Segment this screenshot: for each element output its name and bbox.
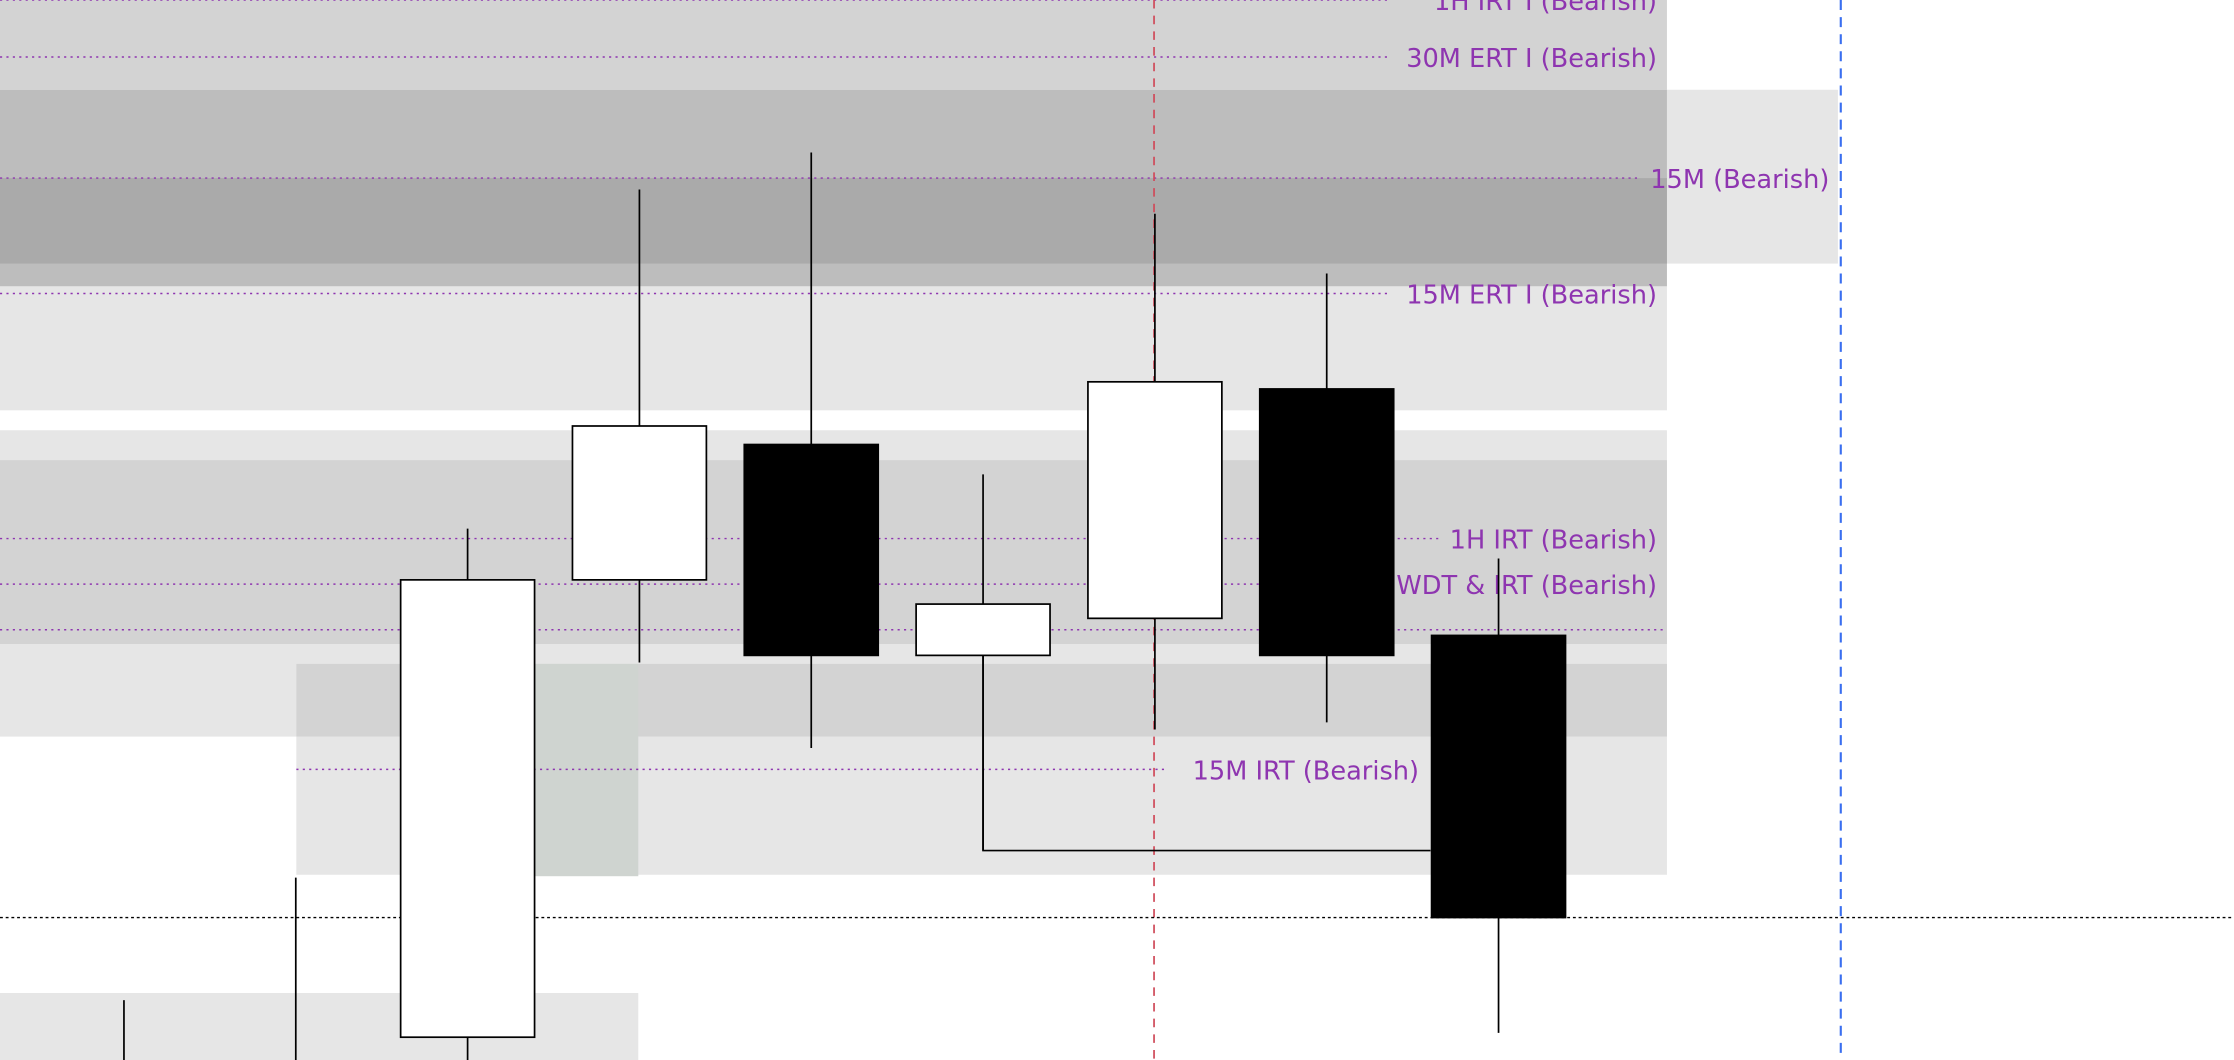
candle[interactable] bbox=[1430, 558, 1567, 1033]
level-label: 30M ERT I (Bearish) bbox=[1406, 44, 1657, 74]
level-label: 1H IRT I (Bearish) bbox=[1434, 0, 1657, 17]
candle-body-bearish bbox=[1258, 388, 1395, 657]
candle-body-bullish bbox=[571, 425, 708, 581]
candle-body-bearish bbox=[743, 443, 880, 657]
candle[interactable] bbox=[1258, 273, 1395, 723]
zone-15m-extension bbox=[1666, 89, 1838, 264]
candles-layer bbox=[123, 152, 1567, 1060]
zone-1h-irt bbox=[0, 0, 1667, 90]
zone-15m-overlap bbox=[0, 178, 1667, 264]
level-label: 15M IRT (Bearish) bbox=[1193, 756, 1419, 786]
candle-body-bullish bbox=[915, 603, 1051, 657]
candle-body-bullish bbox=[399, 579, 536, 1039]
zone-bottom bbox=[0, 993, 639, 1060]
candle-body-bullish bbox=[1087, 380, 1223, 620]
candle-body-bearish bbox=[1430, 634, 1567, 919]
level-label: 15M ERT I (Bearish) bbox=[1406, 280, 1657, 310]
candle[interactable] bbox=[915, 474, 1051, 851]
level-label: 1H IRT (Bearish) bbox=[1450, 526, 1657, 556]
candle[interactable] bbox=[399, 528, 536, 1060]
level-label: 15M (Bearish) bbox=[1650, 165, 1829, 195]
candle[interactable] bbox=[571, 189, 708, 663]
candle[interactable] bbox=[1087, 213, 1223, 730]
candle[interactable] bbox=[743, 152, 880, 748]
level-label: WDT & IRT (Bearish) bbox=[1396, 571, 1657, 601]
